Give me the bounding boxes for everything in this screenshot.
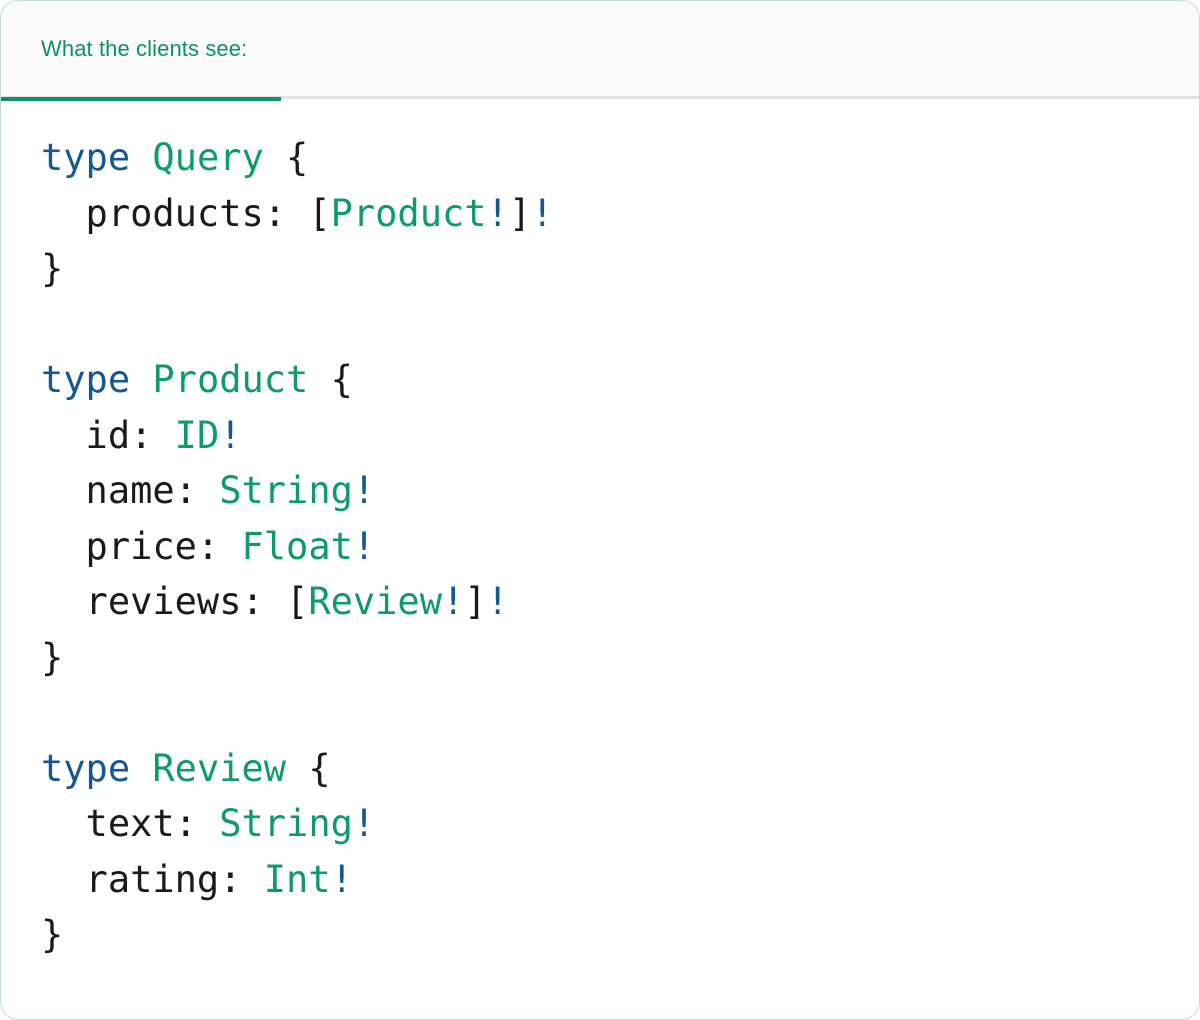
graphql-schema-code[interactable]: type Query { products: [Product!]!} type…: [1, 130, 1199, 963]
code-line: [41, 685, 1199, 741]
code-line: }: [41, 630, 1199, 686]
tab-label: What the clients see:: [41, 35, 248, 61]
code-token: Query: [152, 136, 264, 179]
code-token: reviews:: [41, 580, 264, 623]
code-token: {: [308, 358, 353, 401]
code-token: Product: [152, 358, 309, 401]
code-token: String: [219, 469, 353, 512]
tab-bar: What the clients see:: [1, 1, 1199, 101]
code-token: !: [352, 524, 376, 568]
tab-what-the-clients-see[interactable]: What the clients see:: [1, 1, 282, 101]
code-token: [197, 469, 219, 512]
code-token: [197, 802, 219, 845]
code-token: [: [263, 580, 309, 623]
code-token: Float: [241, 524, 353, 568]
code-token: !: [486, 580, 509, 623]
code-line: reviews: [Review!]!: [41, 574, 1199, 630]
code-token: Review: [308, 580, 442, 623]
code-line: type Product {: [41, 352, 1199, 408]
code-token: !: [486, 191, 509, 235]
code-token: {: [263, 136, 309, 179]
code-token: [152, 414, 174, 457]
code-token: [130, 747, 152, 790]
code-token: !: [219, 413, 242, 457]
code-token: Product: [330, 191, 487, 235]
code-line: id: ID!: [41, 408, 1199, 464]
code-token: name:: [41, 469, 197, 512]
code-token: type: [41, 746, 131, 790]
code-panel: type Query { products: [Product!]!} type…: [1, 99, 1199, 1018]
code-token: }: [41, 635, 64, 679]
code-token: Int: [263, 857, 331, 901]
code-token: [130, 358, 152, 401]
code-line: type Review {: [41, 741, 1199, 797]
code-token: id:: [41, 413, 153, 457]
code-token: price:: [41, 524, 220, 568]
code-line: products: [Product!]!: [41, 186, 1199, 242]
code-token: text:: [41, 802, 197, 845]
code-token: products:: [41, 191, 287, 235]
code-token: }: [41, 913, 64, 956]
code-token: [130, 136, 152, 179]
code-token: type: [41, 136, 131, 179]
code-line: }: [41, 241, 1199, 297]
code-line: name: String!: [41, 463, 1199, 519]
code-token: {: [286, 746, 331, 790]
code-line: rating: Int!: [41, 852, 1199, 908]
code-token: ]: [508, 191, 532, 235]
code-line: }: [41, 907, 1199, 963]
code-token: Review: [152, 746, 287, 790]
code-token: ]: [464, 580, 487, 623]
code-token: }: [41, 247, 64, 290]
code-token: ID: [174, 413, 220, 457]
code-token: !: [441, 580, 465, 623]
code-line: type Query {: [41, 130, 1199, 186]
code-token: !: [352, 802, 376, 845]
code-token: type: [41, 358, 131, 401]
code-token: rating:: [41, 857, 242, 901]
code-token: !: [531, 191, 554, 235]
code-line: text: String!: [41, 796, 1199, 852]
code-token: [219, 525, 241, 568]
code-token: !: [352, 469, 376, 512]
code-token: !: [330, 857, 353, 901]
code-token: String: [219, 802, 353, 845]
code-line: [41, 297, 1199, 353]
code-line: price: Float!: [41, 519, 1199, 575]
code-token: [241, 858, 263, 901]
code-token: [: [286, 191, 331, 235]
